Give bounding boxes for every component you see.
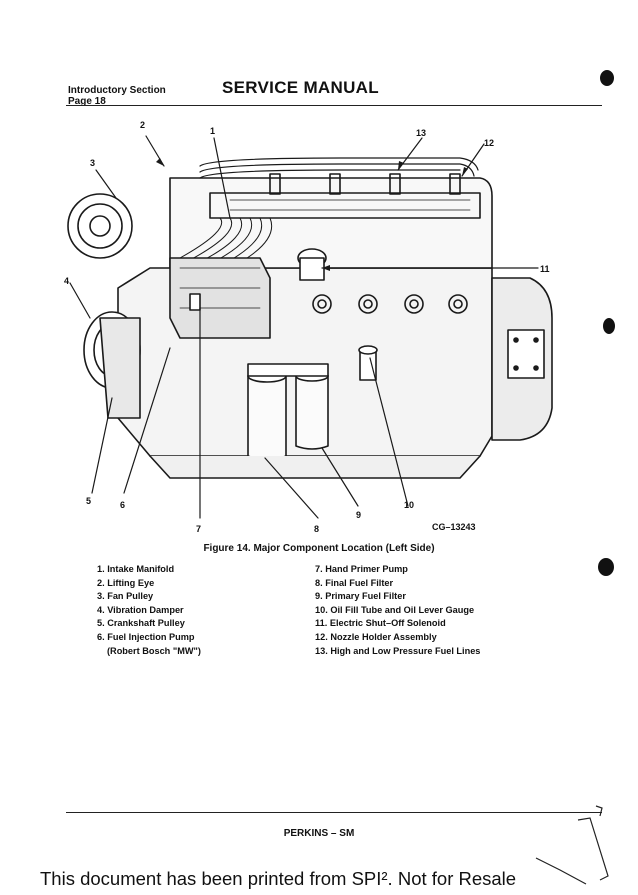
legend-item: 7. Hand Primer Pump (315, 564, 408, 574)
punch-hole-mark (598, 558, 614, 576)
legend-item: 1. Intake Manifold (97, 564, 175, 574)
page-title: SERVICE MANUAL (222, 78, 379, 97)
legend-item: 8. Final Fuel Filter (315, 577, 394, 588)
drawing-number: CG–13243 (432, 522, 476, 532)
callout-6: 6 (120, 500, 125, 510)
legend-item: 10. Oil Fill Tube and Oil Lever Gauge (315, 604, 475, 615)
legend-item: (Robert Bosch "MW") (107, 645, 201, 656)
callout-10: 10 (404, 500, 414, 510)
callout-11: 11 (540, 264, 550, 274)
engine-illustration: 1 2 3 4 5 6 7 8 9 10 11 12 13 (64, 120, 553, 534)
legend-item: 9. Primary Fuel Filter (315, 591, 406, 602)
page-curl-mark (535, 805, 609, 885)
legend-item: 2. Lifting Eye (97, 577, 155, 588)
callout-3: 3 (90, 158, 95, 168)
legend-item: 6. Fuel Injection Pump (97, 631, 195, 642)
section-name: Introductory Section (68, 85, 166, 96)
footer-rule (66, 812, 602, 813)
legend-item: 13. High and Low Pressure Fuel Lines (315, 645, 481, 656)
callout-8: 8 (314, 524, 319, 534)
figure-caption: Figure 14. Major Component Location (Lef… (203, 543, 435, 554)
footer-brand: PERKINS – SM (283, 828, 355, 839)
callout-12: 12 (484, 138, 494, 148)
page-number: Page 18 (68, 96, 106, 107)
section-label: Introductory Section Page 18 (68, 85, 166, 107)
callout-4: 4 (64, 276, 69, 286)
legend-item: 5. Crankshaft Pulley (97, 618, 185, 629)
print-notice: This document has been printed from SPI²… (40, 868, 517, 889)
punch-hole-mark (600, 70, 614, 86)
punch-hole-mark (603, 318, 615, 334)
legend-item: 3. Fan Pulley (97, 591, 154, 602)
callout-5: 5 (86, 496, 91, 506)
callout-2: 2 (140, 120, 145, 130)
callout-9: 9 (356, 510, 361, 520)
legend-item: 4. Vibration Damper (97, 604, 184, 615)
legend-item: 12. Nozzle Holder Assembly (315, 631, 437, 642)
legend-left-column: 1. Intake Manifold 2. Lifting Eye 3. Fan… (97, 563, 201, 658)
callout-7: 7 (196, 524, 201, 534)
legend-right-column: 7. Hand Primer Pump 8. Final Fuel Filter… (315, 563, 480, 658)
callout-13: 13 (416, 128, 426, 138)
header-rule (66, 105, 602, 106)
callout-1: 1 (210, 126, 215, 136)
legend-item: 11. Electric Shut–Off Solenoid (315, 618, 446, 629)
